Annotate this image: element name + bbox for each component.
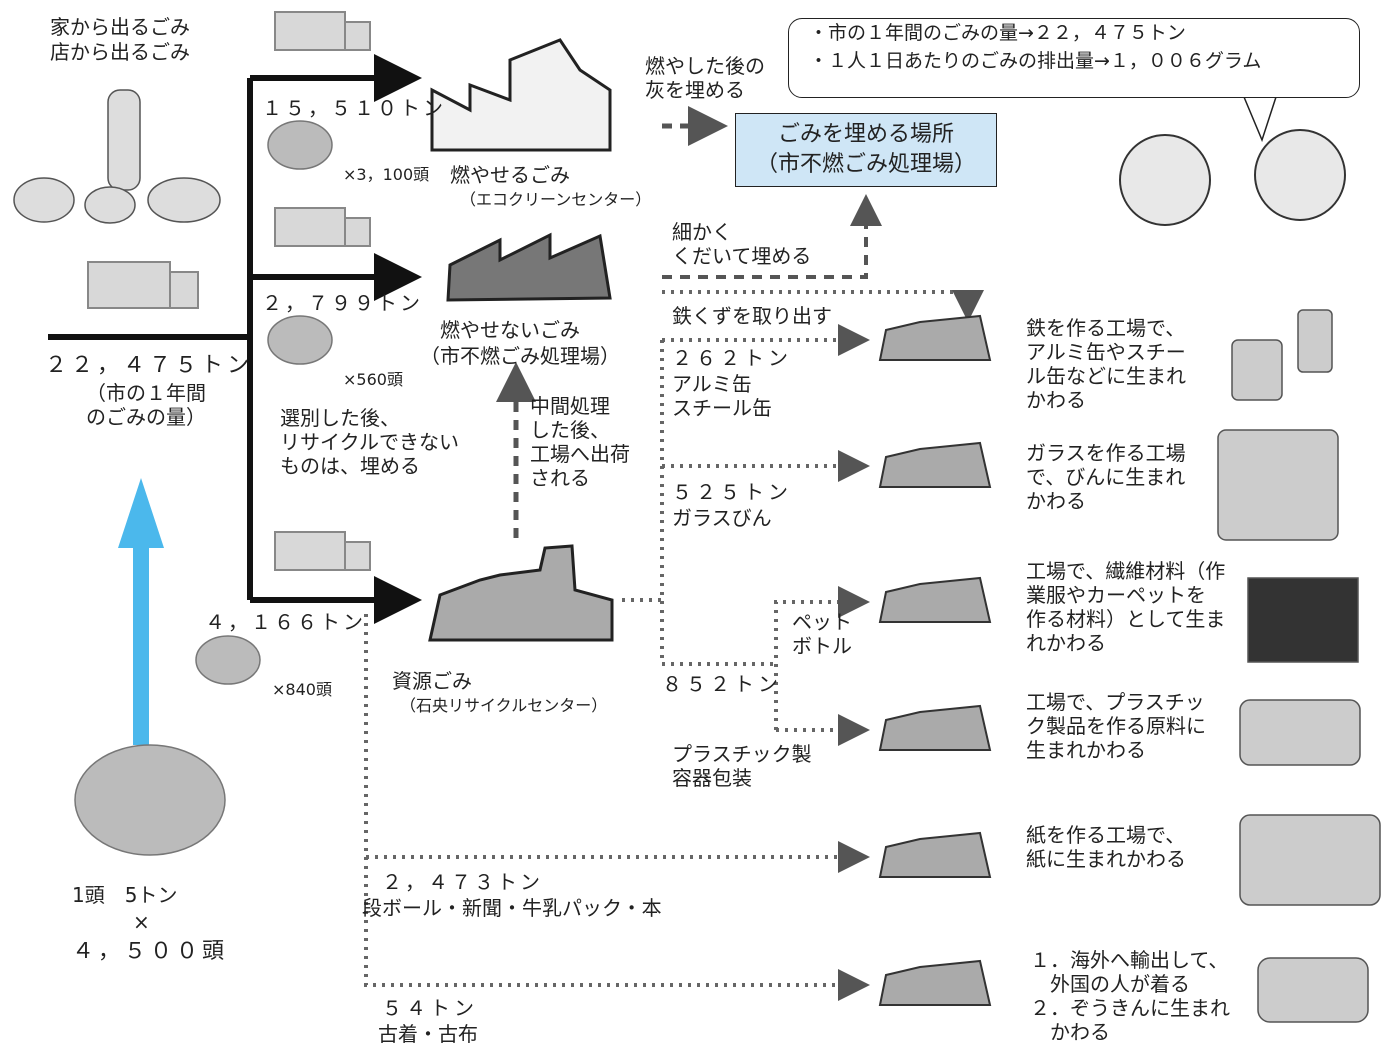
glass-item: ガラスびん xyxy=(672,506,772,530)
nonburnable-name: 燃やせないごみ xyxy=(440,318,580,342)
landfill-box: ごみを埋める場所 （市不燃ごみ処理場） xyxy=(735,113,997,187)
blue-arrow-shaft xyxy=(133,545,149,745)
plastic-result: 工場で、プラスチッ ク製品を作る原料に 生まれかわる xyxy=(1026,690,1206,762)
arrow-iron xyxy=(662,290,984,322)
factory-nonburnable xyxy=(446,232,612,302)
burnable-count: ×3，100頭 xyxy=(343,165,430,184)
source-home: 家から出るごみ xyxy=(50,15,190,39)
glass-result: ガラスを作る工場 で、びんに生まれ かわる xyxy=(1026,441,1186,513)
elephant-unit: 1頭 5トン xyxy=(72,883,178,907)
nonburnable-facility: （市不燃ごみ処理場） xyxy=(420,344,620,368)
burnable-amount: １５，５１０トン xyxy=(262,96,446,120)
nonburnable-count: ×560頭 xyxy=(343,370,403,389)
cans-item: アルミ缶 スチール缶 xyxy=(672,372,772,420)
cloth-item: 古着・古布 xyxy=(378,1022,478,1046)
ash-label: 燃やした後の 灰を埋める xyxy=(645,54,765,102)
product-icons xyxy=(1217,309,1381,1023)
elephant-icon xyxy=(74,120,333,856)
elephant-count: ４，５００頭 xyxy=(72,939,229,964)
resource-amount: ４，１６６トン xyxy=(205,610,366,634)
total-desc: （市の１年間 のごみの量） xyxy=(86,381,206,429)
cans-result: 鉄を作る工場で、 アルミ缶やスチー ル缶などに生まれ かわる xyxy=(1026,316,1186,412)
blue-arrow-head xyxy=(118,478,164,548)
burnable-name: 燃やせるごみ xyxy=(450,163,570,187)
factory-resource xyxy=(428,544,614,642)
intermediate-label: 中間処理 した後、 工場へ出荷 される xyxy=(530,394,630,490)
speech-bubble: ・市の１年間のごみの量→２２，４７５トン ・１人１日あたりのごみの排出量→１，０… xyxy=(788,18,1360,98)
glass-amount: ５２５トン xyxy=(672,480,792,504)
arrow-cloth xyxy=(364,614,870,1001)
recycle-factory-icons xyxy=(878,314,992,1006)
plastic-total: ８５２トン xyxy=(662,672,782,696)
arrow-crush xyxy=(662,194,882,279)
resource-name: 資源ごみ xyxy=(392,669,472,693)
nonburnable-amount: ２，７９９トン xyxy=(262,291,423,315)
bubble-line1: ・市の１年間のごみの量→２２，４７５トン xyxy=(809,22,1186,44)
burnable-facility: （エコクリーンセンター） xyxy=(460,190,652,209)
paper-amount: ２，４７３トン xyxy=(382,870,543,894)
elephant-times: × xyxy=(133,910,150,934)
plastic-label: プラスチック製 容器包装 xyxy=(672,742,812,790)
paper-item: 段ボール・新聞・牛乳パック・本 xyxy=(362,896,662,920)
pet-result: 工場で、繊維材料（作 業服やカーペットを 作る材料）として生ま れかわる xyxy=(1026,559,1226,655)
pet-label: ペット ボトル xyxy=(792,610,852,658)
crush-label: 細かく くだいて埋める xyxy=(672,220,812,268)
total-amount: ２２，４７５トン xyxy=(45,353,254,378)
factory-burnable xyxy=(430,38,612,152)
bubble-line2: ・１人１日あたりのごみの排出量→１，００６グラム xyxy=(809,50,1262,72)
resource-count: ×840頭 xyxy=(272,680,332,699)
cans-amount: ２６２トン xyxy=(672,346,792,370)
resource-facility: （石央リサイクルセンター） xyxy=(400,696,608,715)
nonburnable-note: 選別した後、 リサイクルできない ものは、埋める xyxy=(280,406,459,478)
source-shop: 店から出るごみ xyxy=(50,40,190,64)
cloth-result: １．海外へ輸出して、 外国の人が着る ２．ぞうきんに生まれ かわる xyxy=(1030,948,1230,1044)
cloth-amount: ５４トン xyxy=(382,996,478,1020)
trash-bags-icon xyxy=(13,89,221,224)
arrow-pet xyxy=(774,586,870,730)
truck-icon xyxy=(87,11,371,571)
paper-result: 紙を作る工場で、 紙に生まれかわる xyxy=(1026,823,1186,871)
kids-icon xyxy=(1119,129,1346,226)
iron-label: 鉄くずを取り出す xyxy=(672,304,832,328)
